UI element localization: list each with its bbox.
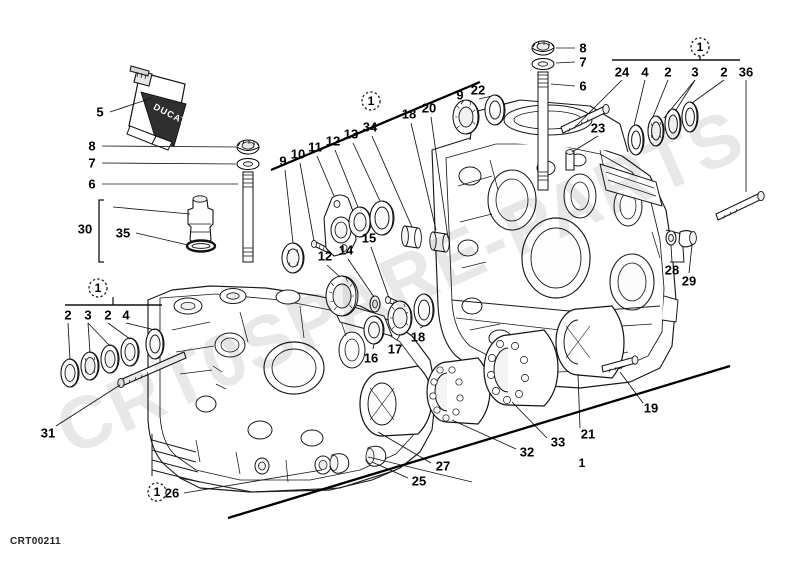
callout-29: 29 bbox=[681, 273, 697, 289]
callout-30: 30 bbox=[77, 221, 93, 237]
leader-lines bbox=[55, 47, 747, 494]
callout-34: 34 bbox=[362, 119, 378, 135]
divider-lower bbox=[227, 364, 731, 520]
callout-24: 24 bbox=[614, 64, 630, 80]
assembly-marker-1-top-right: 1 bbox=[689, 36, 711, 58]
dashed-circle-icon bbox=[690, 37, 710, 57]
callout-11: 11 bbox=[308, 139, 322, 155]
callout-12-b: 12 bbox=[317, 248, 333, 264]
assembly-marker-label: 1 bbox=[696, 40, 704, 54]
callout-36: 36 bbox=[738, 64, 754, 80]
assembly-marker-1-middle: 1 bbox=[360, 90, 382, 112]
divider-upper bbox=[270, 80, 481, 172]
callout-8-right: 8 bbox=[579, 40, 587, 56]
plugs-28-29 bbox=[665, 230, 697, 248]
callout-10: 10 bbox=[290, 146, 306, 162]
callout-2-d: 2 bbox=[104, 307, 112, 323]
callout-27: 27 bbox=[435, 458, 451, 474]
main-bearings-group bbox=[359, 305, 625, 437]
callout-19: 19 bbox=[643, 400, 659, 416]
callout-21: 21 bbox=[580, 426, 596, 442]
callout-31: 31 bbox=[40, 425, 56, 441]
callout-1-below-divider: 1 bbox=[578, 456, 586, 470]
callout-14: 14 bbox=[338, 242, 354, 258]
callout-12-a: 12 bbox=[325, 133, 341, 149]
assembly-marker-1-bottom-left: 1 bbox=[87, 277, 109, 299]
bottom-plugs-group bbox=[314, 445, 387, 475]
callout-9-b: 9 bbox=[456, 87, 464, 103]
callout-18-b: 18 bbox=[410, 329, 426, 345]
assembly-marker-label: 1 bbox=[94, 281, 102, 295]
drawing-reference-code: CRT00211 bbox=[10, 536, 62, 547]
bolt-36 bbox=[715, 190, 765, 221]
callout-20: 20 bbox=[421, 100, 437, 116]
section-divider-lines bbox=[227, 80, 731, 520]
callout-32: 32 bbox=[519, 444, 535, 460]
callout-16: 16 bbox=[363, 350, 379, 366]
sealant-tube bbox=[126, 65, 187, 151]
callout-2-a: 2 bbox=[664, 64, 672, 80]
callout-25: 25 bbox=[411, 473, 427, 489]
callout-4-top: 4 bbox=[641, 64, 649, 80]
callout-18-a: 18 bbox=[401, 106, 417, 122]
assembly-marker-label: 1 bbox=[153, 485, 161, 499]
callout-3-bottom: 3 bbox=[84, 307, 92, 323]
dashed-circle-icon bbox=[88, 278, 108, 298]
bolt-24 bbox=[560, 103, 610, 134]
callout-7-left: 7 bbox=[88, 155, 96, 171]
callout-6-left: 6 bbox=[88, 176, 96, 192]
bracket-30 bbox=[98, 199, 104, 263]
callout-22: 22 bbox=[470, 82, 486, 98]
callout-2-c: 2 bbox=[64, 307, 72, 323]
callout-35: 35 bbox=[115, 225, 131, 241]
callout-2-b: 2 bbox=[720, 64, 728, 80]
dashed-circle-icon bbox=[361, 91, 381, 111]
callout-23: 23 bbox=[590, 120, 606, 136]
callout-13: 13 bbox=[343, 126, 359, 142]
callout-9-a: 9 bbox=[279, 153, 287, 169]
callout-7-right: 7 bbox=[579, 54, 587, 70]
assembly-marker-1-bottom: 1 bbox=[146, 481, 168, 503]
top-right-shim-stack bbox=[627, 101, 699, 156]
callout-8-left: 8 bbox=[88, 138, 96, 154]
callout-28: 28 bbox=[664, 262, 680, 278]
callout-26: 26 bbox=[164, 485, 180, 501]
oring-35 bbox=[185, 239, 217, 253]
bush-23 bbox=[565, 149, 575, 171]
assembly-marker-label: 1 bbox=[367, 94, 375, 108]
bottom-left-shim-stack bbox=[60, 328, 165, 388]
callout-3-top: 3 bbox=[691, 64, 699, 80]
bolt-19 bbox=[601, 355, 639, 373]
callout-4-bottom: 4 bbox=[122, 307, 130, 323]
top-right-fastener-stack bbox=[531, 40, 555, 191]
pressure-switch-30 bbox=[187, 195, 214, 244]
callout-15: 15 bbox=[361, 230, 377, 246]
case-bottom-detail bbox=[254, 457, 270, 475]
exploded-cluster-center bbox=[281, 94, 506, 345]
left-fastener-stack bbox=[236, 139, 260, 263]
dashed-circle-icon bbox=[147, 482, 167, 502]
callout-33: 33 bbox=[550, 434, 566, 450]
callout-5: 5 bbox=[96, 104, 104, 120]
callout-6-right: 6 bbox=[579, 78, 587, 94]
callout-17: 17 bbox=[387, 341, 403, 357]
